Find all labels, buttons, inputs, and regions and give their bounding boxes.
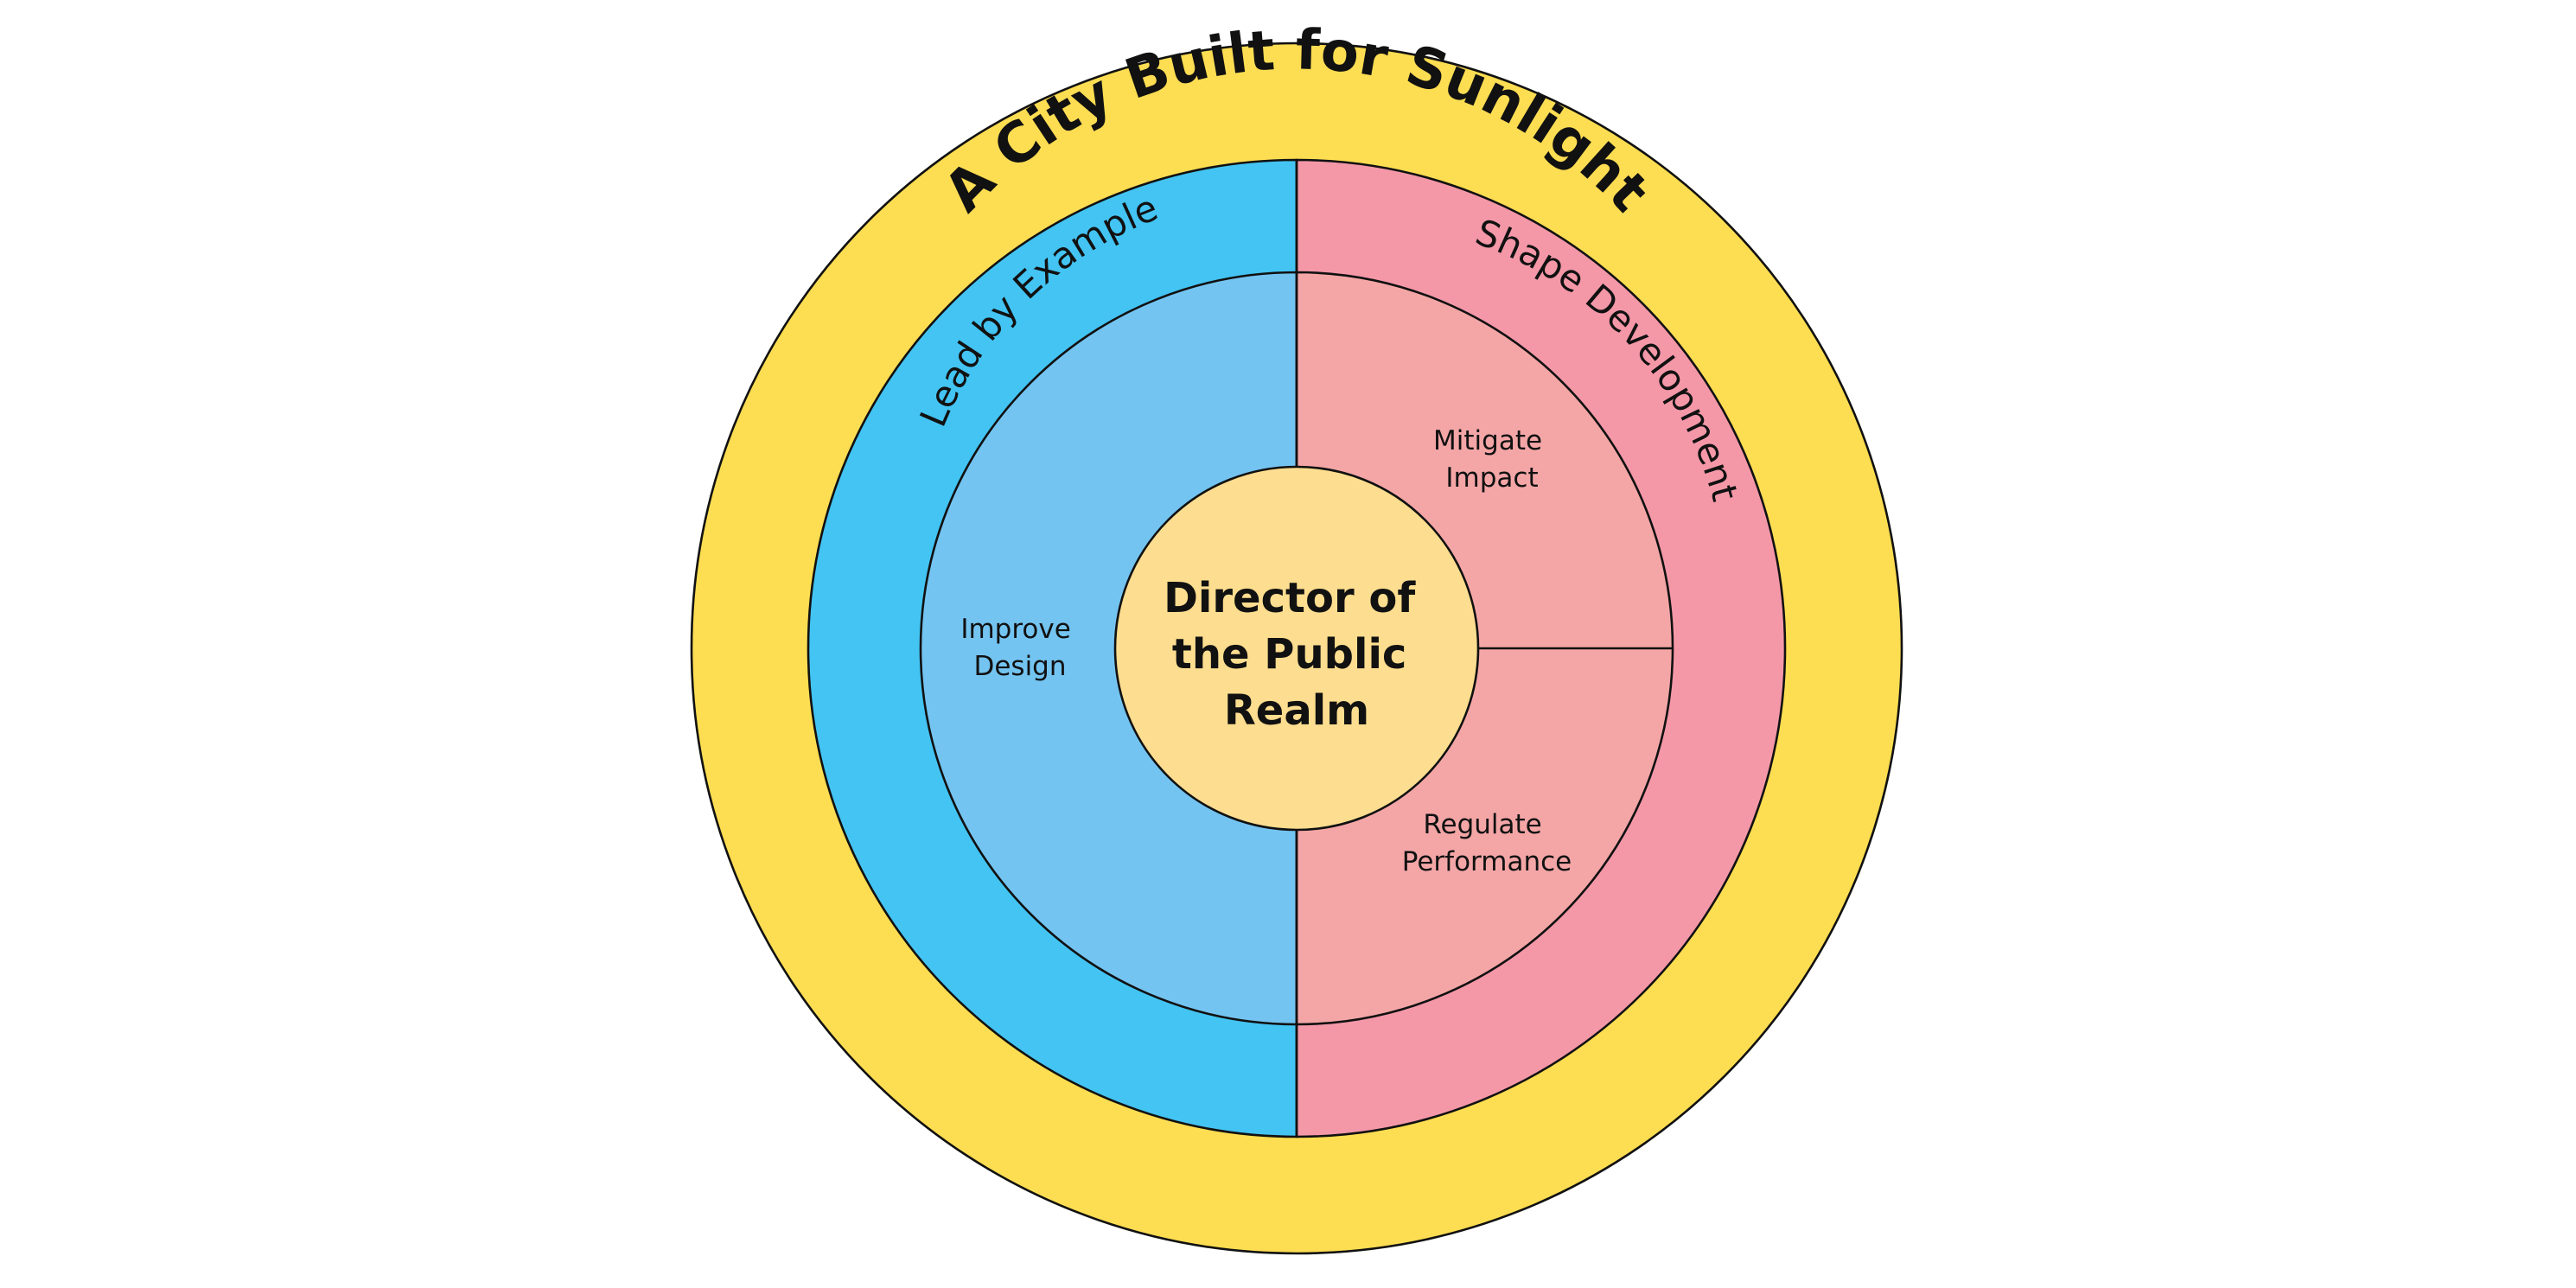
mitigate-impact-label: Mitigate Impact [1433, 425, 1551, 494]
center-line-1: Director of [1164, 574, 1416, 622]
improve-design-label: Improve Design [960, 614, 1079, 682]
regulate-performance-label: Regulate Performance [1402, 809, 1572, 877]
left-inner-half [919, 271, 1298, 1026]
mitigate-impact-line-1: Mitigate [1433, 425, 1542, 456]
improve-design-line-2: Design [973, 651, 1066, 682]
mitigate-impact-line-2: Impact [1445, 462, 1538, 494]
center-label: Director of the Public Realm [1164, 574, 1430, 735]
regulate-performance-line-1: Regulate [1423, 809, 1541, 840]
center-line-2: the Public [1172, 630, 1406, 679]
center-circle [1113, 465, 1480, 832]
regulate-performance-line-2: Performance [1402, 846, 1572, 877]
center-line-3: Realm [1224, 686, 1369, 735]
improve-design-line-1: Improve [960, 614, 1070, 645]
